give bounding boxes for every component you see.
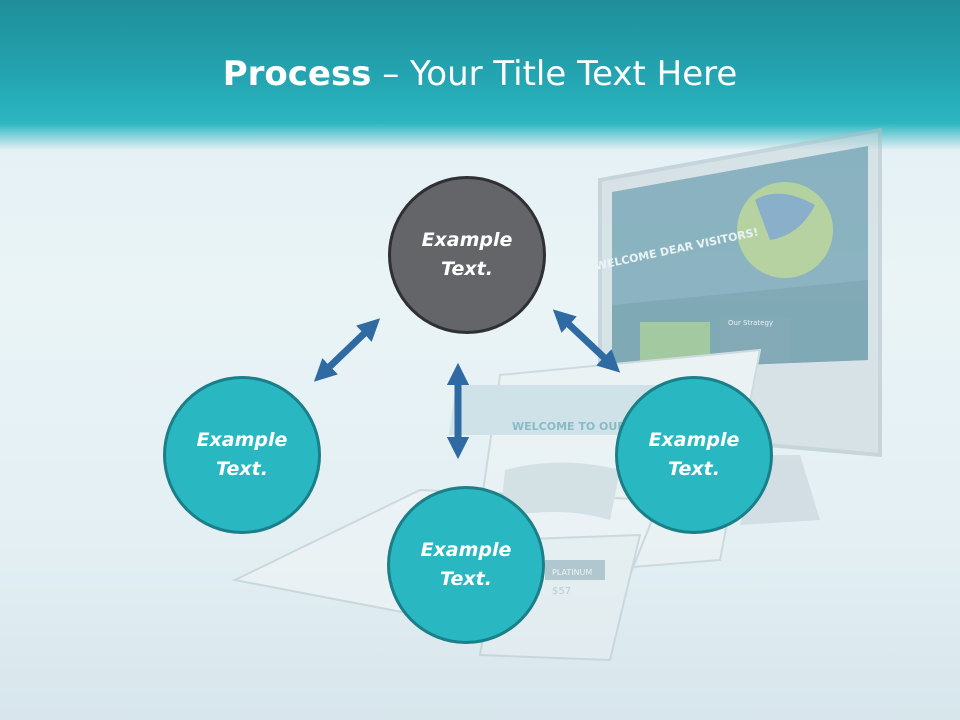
arrow-top-left bbox=[313, 318, 381, 382]
page-badge: PLATINUM bbox=[552, 568, 592, 577]
process-node-left: Example Text. bbox=[163, 376, 321, 534]
process-node-bottom: Example Text. bbox=[387, 486, 545, 644]
slide-title: Process – Your Title Text Here bbox=[0, 52, 960, 96]
node-right-label: Example Text. bbox=[648, 429, 740, 480]
title-rest: – Your Title Text Here bbox=[371, 54, 738, 94]
arrow-top-right bbox=[552, 309, 621, 373]
process-node-right: Example Text. bbox=[615, 376, 773, 534]
process-node-top: Example Text. bbox=[388, 176, 546, 334]
title-bar bbox=[0, 0, 960, 150]
title-bold: Process bbox=[222, 54, 372, 94]
node-left-label: Example Text. bbox=[196, 429, 288, 480]
page-price: $57 bbox=[552, 586, 571, 597]
monitor-panel-label: Our Strategy bbox=[728, 319, 773, 327]
node-bottom-label: Example Text. bbox=[420, 539, 512, 590]
node-top-label: Example Text. bbox=[421, 229, 513, 280]
